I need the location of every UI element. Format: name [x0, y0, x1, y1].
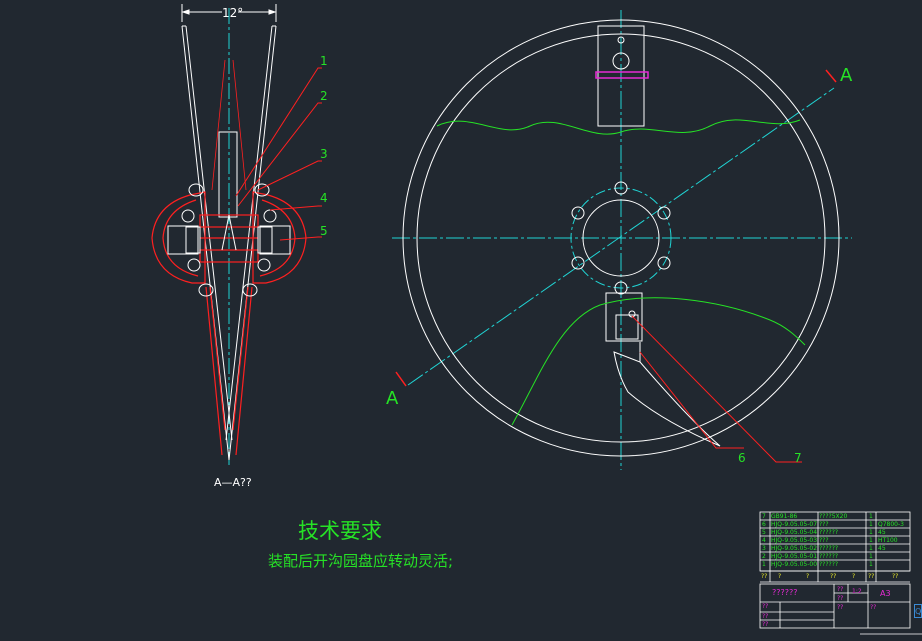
bom-row-code: HJQ-9.05.05-03 — [771, 537, 817, 544]
bottom-bracket — [605, 292, 721, 447]
bom-header-cell: ?? — [868, 573, 875, 580]
section-arrows — [395, 69, 837, 387]
bom-row-material: Q7800-3 — [878, 521, 904, 528]
bom-row-code: HJQ-9.05.05-00 — [771, 561, 817, 568]
angle-label: 12° — [222, 6, 243, 20]
top-bracket-band — [595, 71, 649, 79]
top-bracket — [597, 25, 645, 127]
bom-row-no: 7 — [762, 513, 766, 520]
callout-6: 6 — [738, 451, 746, 465]
bom-row-qty: 1 — [869, 545, 873, 552]
callout-2: 2 — [320, 89, 328, 103]
break-lines — [436, 119, 806, 426]
bom-row-qty: 1 — [869, 529, 873, 536]
bom-header-cell: ? — [778, 573, 782, 580]
bom-row-no: 6 — [762, 521, 766, 528]
title-block-scale: 1:2 — [852, 588, 862, 595]
bom-header-cell: ?? — [892, 573, 899, 580]
section-caption: A—A?? — [214, 476, 252, 489]
bom-row-code: HJQ-9.05.05-07 — [771, 521, 817, 528]
title-block-mark: ?? — [762, 613, 769, 620]
front-leaders — [631, 315, 802, 463]
title-block-name: ?????? — [772, 588, 798, 597]
bom-row-no: 4 — [762, 537, 766, 544]
tech-requirements-note: 装配后开沟园盘应转动灵活; — [268, 552, 454, 570]
bom-row-qty: 1 — [869, 521, 873, 528]
section-leaders — [235, 67, 322, 241]
bom-row-material: 45 — [878, 529, 886, 536]
bom-row-no: 1 — [762, 561, 766, 568]
bom-row-name: ?????? — [819, 561, 839, 568]
bom-row-no: 3 — [762, 545, 766, 552]
bom-row-qty: 1 — [869, 561, 873, 568]
bom-table[interactable] — [759, 511, 911, 583]
bom-header-cell: ?? — [761, 573, 768, 580]
bom-row-name: ??? — [819, 521, 829, 528]
angle-dimension — [181, 4, 277, 22]
viewer-side-button[interactable]: Q — [914, 604, 922, 618]
disc-centerlines — [392, 10, 852, 470]
callout-7: 7 — [794, 451, 802, 465]
title-block-mark: ?? — [762, 603, 769, 610]
title-block-mark: ?? — [870, 604, 877, 611]
hub-bolts — [181, 183, 277, 297]
bom-row-name: ????5X20 — [819, 513, 848, 520]
callout-3: 3 — [320, 147, 328, 161]
bearing-rollers — [167, 225, 291, 255]
bom-row-qty: 1 — [869, 513, 873, 520]
bom-row-material: 45 — [878, 545, 886, 552]
title-block[interactable] — [759, 583, 911, 629]
bom-row-no: 5 — [762, 529, 766, 536]
bom-row-name: ?????? — [819, 529, 839, 536]
bom-row-code: HJQ-9.05.05-04 — [771, 529, 817, 536]
section-view-a-a[interactable]: 12° — [151, 4, 328, 489]
bom-header-cell: ? — [852, 573, 856, 580]
bom-header-cell: ? — [806, 573, 810, 580]
title-block-scale-label: ?? — [837, 586, 844, 593]
bom-row-name: ?????? — [819, 553, 839, 560]
bom-row-name: ?????? — [819, 545, 839, 552]
bom-row-qty: 1 — [869, 537, 873, 544]
bom-row-material: HT100 — [878, 537, 898, 544]
bom-row-qty: 1 — [869, 553, 873, 560]
callout-4: 4 — [320, 191, 328, 205]
title-block-mark: ?? — [837, 595, 844, 602]
disc-bolt-holes — [571, 181, 671, 295]
title-block-mark: ?? — [837, 604, 844, 611]
bom-row-code: GB91-86 — [771, 513, 798, 520]
bom-row-name: ??? — [819, 537, 829, 544]
section-mark-bottom: A — [386, 388, 399, 409]
bom-row-code: HJQ-9.05.05-02 — [771, 545, 817, 552]
bom-row-code: HJQ-9.05.05-01 — [771, 553, 817, 560]
section-mark-top: A — [840, 65, 853, 86]
bom-row-no: 2 — [762, 553, 766, 560]
title-block-mark: ?? — [762, 621, 769, 628]
title-block-sheet: A3 — [880, 589, 891, 598]
callout-5: 5 — [320, 224, 328, 238]
disc-rims — [402, 19, 840, 457]
bom-header-cell: ?? — [830, 573, 837, 580]
tech-requirements-title: 技术要求 — [298, 519, 382, 543]
front-view-disc[interactable]: 6 7 A A — [386, 10, 853, 470]
callout-1: 1 — [320, 54, 328, 68]
